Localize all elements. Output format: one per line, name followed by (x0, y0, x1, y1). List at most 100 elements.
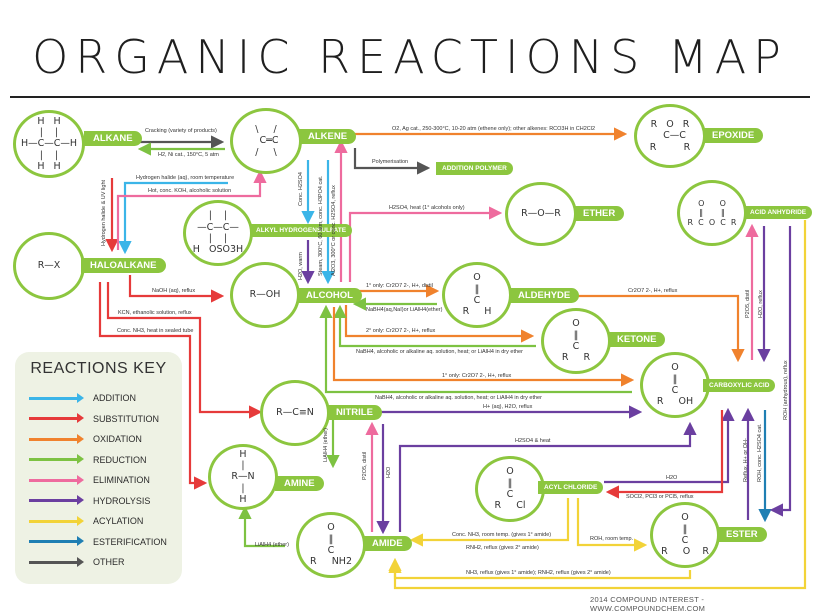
condition-label: NaBH4, alcoholic or alkaline aq. solutio… (375, 395, 542, 401)
key-label: ADDITION (93, 393, 137, 403)
condition-label: ROH (anhydrous), reflux (783, 360, 789, 420)
key-swatch (29, 454, 84, 464)
node-acid-anhydride: O O ‖ ‖ R C O C R (677, 180, 747, 246)
node-haloalkane: R—X (13, 232, 85, 300)
condition-label: Conc. NH3, heat in sealed tube (117, 328, 194, 334)
title-divider (10, 96, 810, 98)
condition-label: 2° only: Cr2O7 2-, H+, reflux (366, 328, 436, 334)
condition-label: Conc. NH3, room temp. (gives 1° amide) (452, 532, 552, 538)
condition-label: Reflux, H+ or OH- (743, 438, 749, 482)
condition-label: SOCl2, PCl3 or PCl5, reflux (626, 494, 694, 500)
node-alkane: H H | | H—C—C—H | | H H (13, 110, 85, 178)
node-aldehyde: O ‖ C R H (442, 262, 512, 328)
condition-label: H2O, reflux (758, 290, 764, 318)
key-label: REDUCTION (93, 454, 147, 465)
label-amide: AMIDE (363, 536, 412, 551)
condition-label: H+ (aq), H2O, reflux (483, 404, 533, 410)
label-alkane: ALKANE (84, 131, 142, 146)
condition-label: Conc. H2SO4 (298, 172, 304, 206)
key-item-acylation: ACYLATION (29, 515, 143, 527)
key-item-addition: ADDITION (29, 392, 136, 404)
key-label: OXIDATION (93, 434, 142, 444)
condition-label: NH3, reflux (gives 1° amide); RNH2, refl… (466, 570, 611, 576)
label-ether: ETHER (574, 206, 625, 221)
node-acyl-chloride: O ‖ C R Cl (475, 456, 545, 522)
label-addition-polymer: ADDITION POLYMER (436, 162, 513, 175)
footer-credit: 2014 COMPOUND INTEREST - WWW.COMPOUNDCHE… (590, 595, 706, 613)
condition-label: Hot, conc. KOH, alcoholic solution (148, 188, 232, 194)
label-amine: AMINE (275, 476, 324, 491)
condition-label: ROH, room temp. (590, 536, 634, 542)
key-label: HYDROLYSIS (93, 495, 151, 506)
condition-label: 1° only: Cr2O7 2-, H+, distil (366, 283, 433, 289)
key-item-esterification: ESTERIFICATION (29, 536, 167, 548)
arrow-reduction-ketone (333, 304, 536, 348)
node-epoxide: R O R C—C R R (634, 104, 706, 168)
arrow-substitution-oh (128, 275, 225, 303)
node-alkyl-hydrogensulfate: | | —C—C— | | H OSO3H (183, 200, 253, 266)
condition-label: Hydrogen halide (aq), room temperature (136, 175, 235, 181)
arrow-polymerisation (353, 148, 431, 175)
page-title: ORGANIC REACTIONS MAP (32, 30, 788, 84)
label-epoxide: EPOXIDE (703, 128, 764, 143)
key-item-substitution: SUBSTITUTION (29, 413, 159, 425)
arrow-ammonia (98, 282, 208, 490)
arrow-acyl-formation (605, 410, 724, 499)
arrow-ether-formation (348, 206, 503, 282)
label-acyl-chloride: ACYL CHLORIDE (538, 481, 604, 494)
label-nitrile: NITRILE (327, 405, 382, 420)
node-alcohol: R—OH (230, 262, 300, 328)
condition-label: Polymerisation (372, 159, 409, 165)
node-ester: O ‖ C R O R (650, 502, 720, 568)
key-item-elimination: ELIMINATION (29, 474, 150, 486)
arrow-kcn (106, 282, 263, 419)
condition-label: P2O5, distil (745, 289, 751, 318)
key-swatch (29, 495, 84, 505)
condition-label: NaBH4(aq,NaI)or LiAlH4(ether) (366, 307, 443, 313)
condition-label: Cracking (variety of products) (145, 128, 217, 134)
node-carboxylic-acid: O ‖ C R OH (640, 352, 710, 418)
arrow-reduction-acid (319, 304, 632, 394)
arrow-anhydride-ester (769, 226, 792, 517)
key-label: OTHER (93, 557, 125, 567)
condition-label: LiAlH4 (ether) (323, 428, 329, 462)
condition-label: H2, Ni cat., 150°C, 5 atm (158, 152, 219, 158)
key-swatch (29, 433, 84, 444)
arrow-dehydrohalogenation (116, 169, 267, 250)
node-ether: R—O—R (505, 182, 577, 246)
node-amine: H | R—N | H (208, 444, 278, 510)
key-label: ACYLATION (93, 516, 144, 526)
condition-label: ROH, conc. H2SO4 cat. (757, 423, 763, 482)
condition-label: P2O5, distil (362, 451, 368, 480)
key-item-oxidation: OXIDATION (29, 433, 142, 445)
label-carboxylic-acid: CARBOXYLIC ACID (703, 379, 776, 392)
condition-label: Al2O3, 300°C or conc. H2SO4, reflux (331, 185, 337, 276)
condition-label: Hydrogen halide & UV light (101, 179, 107, 246)
label-alkyl-hydrogensulfate: ALKYL HYDROGENSULFATE (250, 224, 353, 237)
arrow-amide-reduction (238, 505, 285, 548)
condition-label: KCN, ethanolic solution, reflux (118, 310, 192, 316)
key-item-reduction: REDUCTION (29, 454, 147, 466)
condition-label: H2O (386, 466, 392, 478)
arrow-hydrohalogenation (118, 181, 228, 255)
condition-label: O2, Ag cat., 250-300°C, 10-20 atm (ethen… (392, 126, 596, 132)
key-swatch (29, 515, 84, 526)
key-swatch (29, 556, 84, 567)
condition-label: H2O (666, 475, 678, 481)
condition-label: H2SO4 & heat (515, 438, 551, 444)
condition-label: NaBH4, alcoholic or alkaline aq. solutio… (356, 349, 523, 355)
arrow-anhydride-amide (388, 220, 807, 590)
node-nitrile: R—C≡N (260, 380, 330, 446)
condition-label: Cr2O7 2-, H+, reflux (628, 288, 678, 294)
node-alkene: \ / C═C / \ (230, 108, 302, 174)
condition-label: 1° only: Cr2O7 2-, H+, reflux (442, 373, 512, 379)
arrow-acyl-amide (409, 498, 570, 547)
label-acid-anhydride: ACID ANHYDRIDE (744, 206, 813, 219)
key-swatch (29, 536, 84, 546)
key-label: ELIMINATION (93, 475, 150, 485)
key-swatch (29, 392, 84, 403)
arrow-aldehyde-acid (550, 294, 745, 363)
label-haloalkane: HALOALKANE (81, 258, 166, 273)
